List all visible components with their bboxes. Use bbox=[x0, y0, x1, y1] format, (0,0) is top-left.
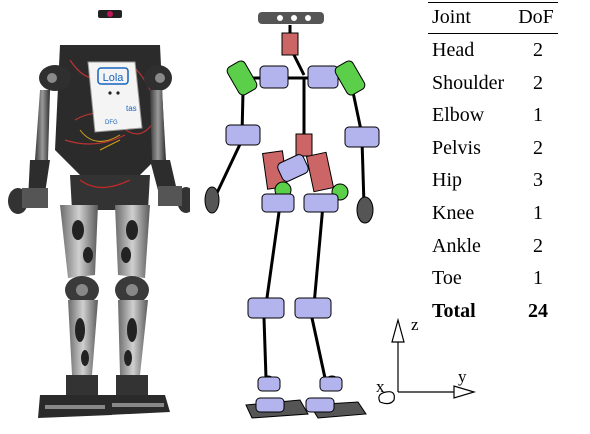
joint-name: Knee bbox=[428, 197, 508, 230]
joint-dof: 1 bbox=[508, 197, 558, 230]
right-elbow-joint bbox=[345, 127, 379, 147]
ankle-joints bbox=[258, 376, 342, 391]
total-label: Total bbox=[428, 295, 508, 328]
joint-name: Elbow bbox=[428, 99, 508, 132]
header-dof: DoF bbox=[508, 3, 558, 34]
total-dof: 24 bbox=[508, 295, 558, 328]
robot-right-arm bbox=[150, 90, 166, 160]
y-axis-label: y bbox=[458, 367, 467, 386]
robot-left-thigh bbox=[60, 205, 98, 278]
feet bbox=[246, 398, 366, 418]
right-hand bbox=[357, 197, 373, 223]
joint-name: Head bbox=[428, 34, 508, 67]
joint-name: Hip bbox=[428, 164, 508, 197]
left-knee-joint bbox=[248, 298, 284, 318]
x-axis-label: x bbox=[376, 377, 385, 396]
joint-dof: 3 bbox=[508, 164, 558, 197]
robot-badge-tas: tas bbox=[126, 104, 137, 113]
left-hand bbox=[205, 187, 219, 213]
joint-name: Ankle bbox=[428, 230, 508, 263]
pelvis-joints bbox=[263, 134, 334, 192]
joint-dof: 1 bbox=[508, 99, 558, 132]
robot-photo: Lola tas DFG bbox=[0, 0, 190, 434]
joint-name: Toe bbox=[428, 262, 508, 295]
joint-dof: 2 bbox=[508, 230, 558, 263]
robot-right-thigh bbox=[115, 205, 150, 278]
joint-dof: 2 bbox=[508, 132, 558, 165]
header-joint: Joint bbox=[428, 3, 508, 34]
joint-dof: 1 bbox=[508, 262, 558, 295]
joint-name: Shoulder bbox=[428, 67, 508, 100]
right-knee-joint bbox=[295, 298, 331, 318]
joint-dof: 2 bbox=[508, 67, 558, 100]
z-axis-label: z bbox=[411, 315, 419, 334]
robot-badge-dfg: DFG bbox=[105, 120, 118, 126]
robot-logo-text: Lola bbox=[103, 72, 125, 84]
left-elbow-joint bbox=[226, 125, 260, 145]
coordinate-axes: z x y bbox=[362, 312, 492, 422]
head-joint bbox=[282, 33, 298, 55]
joint-name: Pelvis bbox=[428, 132, 508, 165]
robot-left-arm bbox=[35, 90, 50, 160]
joint-dof: 2 bbox=[508, 34, 558, 67]
